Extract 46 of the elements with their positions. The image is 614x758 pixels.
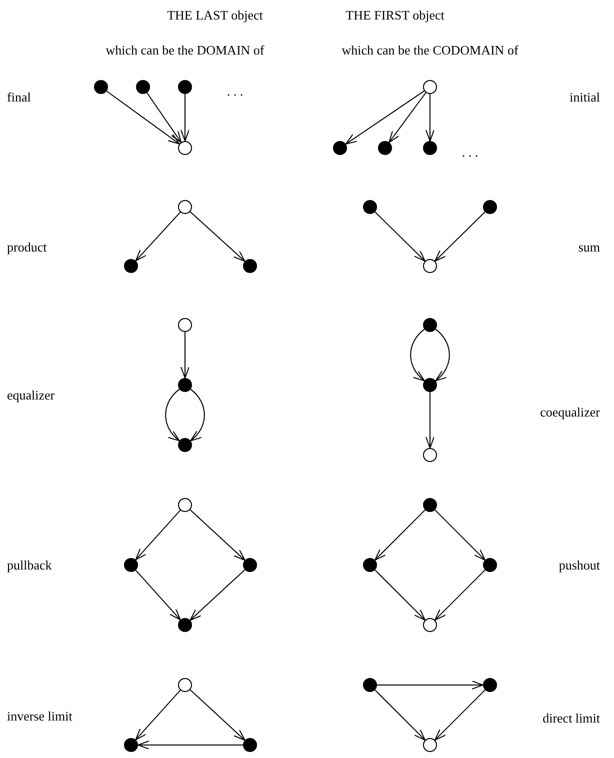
morphism-arrow [426,94,434,142]
morphism-arrow [376,680,484,690]
text-label: direct limit [542,712,600,724]
morphism-arrow [434,211,486,262]
morphism-arrow [138,740,244,750]
text-label: . . . [226,84,244,98]
morphism-arrow [190,569,246,621]
text-label: THE FIRST object [346,8,444,22]
morphism-arrow [345,90,425,145]
morphism-arrow [135,690,181,740]
morphism-arrow [190,509,246,561]
morphism-arrow [165,388,180,442]
text-label: product [7,240,47,254]
morphism-arrow [410,328,425,382]
text-label: final [7,90,31,104]
morphism-arrow [180,94,190,142]
morphism-arrow [388,92,426,143]
text-label: sum [578,240,600,254]
morphism-arrow [434,509,486,561]
morphism-arrow [435,328,450,382]
morphism-arrow [146,92,182,143]
text-label: inverse limit [7,710,72,722]
text-label: THE LAST object [167,8,263,22]
morphism-arrow [426,392,434,448]
morphism-arrow [374,689,426,741]
text-label: pullback [7,558,52,572]
text-label: which can be the CODOMAIN of [342,44,518,56]
morphism-arrow [190,689,246,741]
text-label: which can be the DOMAIN of [106,44,264,56]
morphism-arrow [434,569,486,621]
morphism-arrow [374,569,426,621]
text-label: pushout [558,558,600,572]
text-label: initial [570,90,600,104]
text-label: . . . [462,146,478,158]
morphism-arrow [374,211,426,262]
text-label: equalizer [7,388,55,402]
morphism-arrow [135,570,181,620]
morphism-arrow [135,510,181,560]
morphism-arrow [434,689,486,741]
morphism-arrow [190,388,205,442]
morphism-arrow [135,212,181,262]
morphism-arrow [190,211,246,262]
morphism-arrow [374,509,426,561]
morphism-arrow [180,332,190,378]
text-label: coequalizer [540,406,600,418]
morphism-arrow [106,90,180,144]
